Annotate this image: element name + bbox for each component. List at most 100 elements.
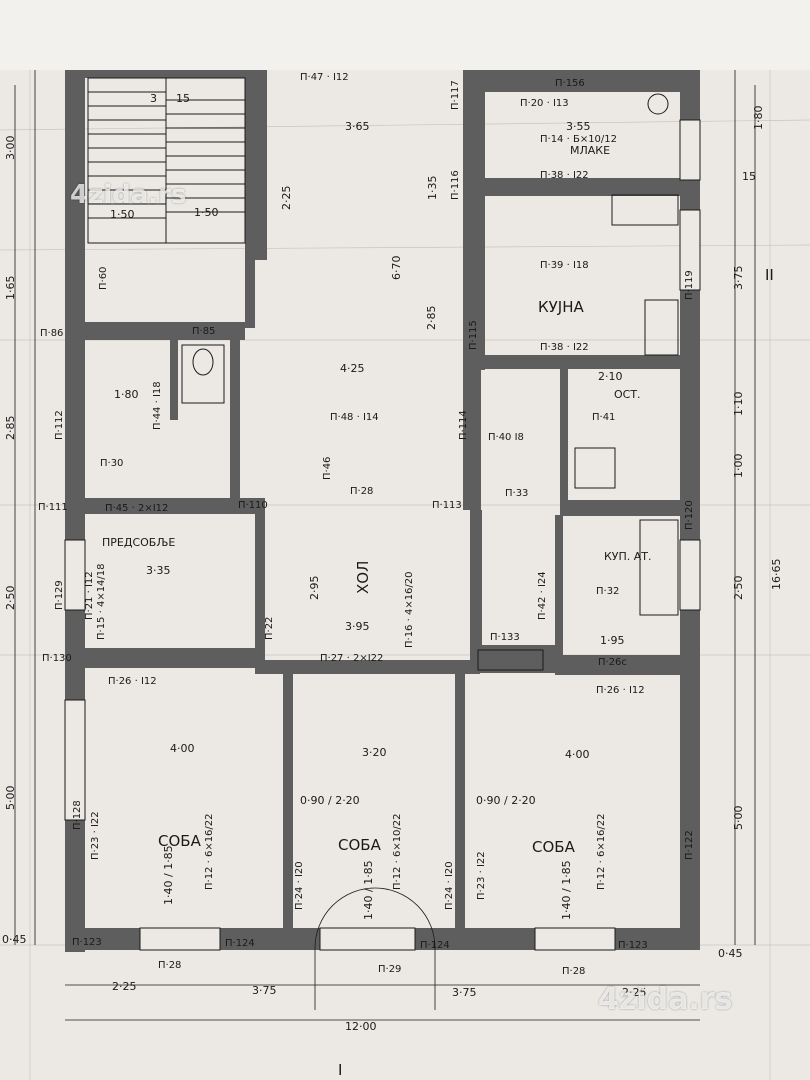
dim-v-045-right: 0·45 <box>718 947 743 960</box>
beam-p113: П·113 <box>432 500 462 511</box>
beam-p28: П·28 <box>350 486 373 497</box>
dim-door-right: 0·90 / 2·20 <box>476 794 536 807</box>
beam-p23a: П·23 · I22 <box>90 811 101 860</box>
beam-p26a: П·26 · I12 <box>108 676 157 687</box>
beam-p26c: П·26с <box>598 657 627 668</box>
dim-h-195: 1·95 <box>600 634 625 647</box>
dim-bottom-2: 3·75 <box>252 984 277 997</box>
room-label-mlake: МЛАКЕ <box>570 144 610 157</box>
dim-right-1: 1·80 <box>752 106 765 131</box>
beam-p40: П·40 I8 <box>488 432 524 443</box>
beam-p28c: П·28 <box>562 966 585 977</box>
beam-p128: П·128 <box>72 800 83 830</box>
wall-room-div-2 <box>455 672 465 932</box>
wc-fixture <box>181 344 225 404</box>
beam-p22: П·22 <box>264 617 275 640</box>
window-mid <box>319 927 416 951</box>
dim-v-045-left: 0·45 <box>2 933 27 946</box>
window-room-left <box>64 699 86 821</box>
dim-h-150a: 1·50 <box>110 208 135 221</box>
small-sink <box>574 447 616 489</box>
beam-p47: П·47 · I12 <box>300 72 349 83</box>
beam-p24a: П·24 · I20 <box>294 861 305 910</box>
beam-p115: П·115 <box>468 320 479 350</box>
dim-corr-w: 3·65 <box>345 120 370 133</box>
wall-room-top-right2 <box>555 655 680 675</box>
wall-stair-right <box>245 70 267 260</box>
beam-p16: П·16 · 4×16/20 <box>404 571 415 648</box>
beam-p20: П·20 · I13 <box>520 98 569 109</box>
beam-p41: П·41 <box>592 412 615 423</box>
beam-p86: П·86 <box>40 328 63 339</box>
wall-room-div-1 <box>283 672 293 932</box>
beam-p85: П·85 <box>192 326 215 337</box>
beam-p42: П·42 · I24 <box>537 571 548 620</box>
wall-predsoblje-top <box>85 498 265 514</box>
dim-h-150b: 1·50 <box>194 206 219 219</box>
stair-mark-3: 3 <box>150 92 157 105</box>
dim-window-mid: 1·40 / 1·85 <box>362 860 375 920</box>
beam-p123b: П·123 <box>618 940 648 951</box>
dim-right-5: 2·50 <box>732 576 745 601</box>
room-label-ost: ОСТ. <box>614 388 641 401</box>
radiator <box>477 649 544 671</box>
beam-p46: П·46 <box>322 457 333 480</box>
windows <box>64 119 701 951</box>
beam-p124a: П·124 <box>225 938 255 949</box>
beam-p123a: П·123 <box>72 937 102 948</box>
beam-p111: П·111 <box>38 502 68 513</box>
room-label-kujna: КУЈНА <box>538 298 584 316</box>
wall-kitchen-bottom <box>485 355 680 369</box>
beam-p12a: П·12 · 6×16/22 <box>204 813 215 890</box>
window-bath <box>679 119 701 181</box>
beam-p122: П·122 <box>684 830 695 860</box>
dim-door-mid: 0·90 / 2·20 <box>300 794 360 807</box>
beam-p21: П·21 · I12 <box>84 571 95 620</box>
dim-left-3: 2·85 <box>4 416 17 441</box>
dim-v-135: 1·35 <box>426 176 439 201</box>
beam-p33: П·33 <box>505 488 528 499</box>
dim-right-6: 5·00 <box>732 806 745 831</box>
beam-p156: П·156 <box>555 78 585 89</box>
wall-wc-right <box>230 338 240 498</box>
kitchen-counter <box>644 299 679 356</box>
beam-p26b: П·26 · I12 <box>596 685 645 696</box>
wall-bath-kitchen <box>485 178 680 196</box>
kitchen-stove <box>611 194 679 226</box>
dim-room-w-left: 4·00 <box>170 742 195 755</box>
beam-p119: П·119 <box>684 270 695 300</box>
dim-h-355: 3·55 <box>566 120 591 133</box>
dim-right-3: 1·10 <box>732 392 745 417</box>
beam-p112: П·112 <box>54 410 65 440</box>
wall-hall-left <box>255 510 265 665</box>
dim-bottom-1: 2·25 <box>112 980 137 993</box>
door-arcs <box>314 887 436 1010</box>
dim-pred-w: 3·35 <box>146 564 171 577</box>
beam-p124b: П·124 <box>420 940 450 951</box>
beam-p39: П·39 · I18 <box>540 260 589 271</box>
beam-p116: П·116 <box>450 170 461 200</box>
beam-p28b: П·28 <box>158 960 181 971</box>
dim-bottom-3: 3·75 <box>452 986 477 999</box>
wall-hall-right <box>470 510 482 660</box>
dim-bottom-4: 2·25 <box>622 986 647 999</box>
watermark-bottom: 4zida.rs <box>598 982 733 1017</box>
axis-mark-ii: II <box>765 266 774 284</box>
window-predsoblje <box>64 539 86 611</box>
wall-corridor-right <box>463 370 481 510</box>
room-label-hall: ХОЛ <box>354 561 372 594</box>
dim-right-2: 3·75 <box>732 266 745 291</box>
beam-p129: П·129 <box>54 580 65 610</box>
beam-p44: П·44 · I18 <box>152 381 163 430</box>
wall-bath-top <box>560 500 680 516</box>
beam-p12c: П·12 · 6×16/22 <box>596 813 607 890</box>
wall-wc-left <box>170 340 178 420</box>
dim-hall-d: 2·95 <box>308 576 321 601</box>
beam-p23b: П·23 · I22 <box>476 851 487 900</box>
dim-left-4: 2·50 <box>4 586 17 611</box>
beam-p114: П·114 <box>458 410 469 440</box>
dim-h-425: 4·25 <box>340 362 365 375</box>
wall-room-top-mid <box>255 660 480 674</box>
beam-p32: П·32 <box>596 586 619 597</box>
